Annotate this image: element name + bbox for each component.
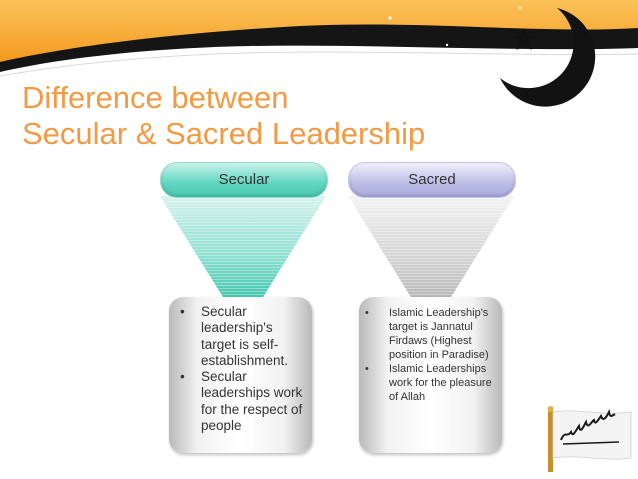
flag-icon	[547, 406, 632, 472]
crescent-star-icon	[500, 8, 596, 107]
header-banner	[0, 0, 638, 107]
bullet-icon: •	[365, 307, 369, 319]
sacred-funnel	[348, 196, 514, 302]
list-item: • Islamic Leadership's target is Jannatul…	[365, 306, 499, 362]
secular-list: • Secular leadership's target is self-est…	[180, 304, 308, 434]
sacred-list: • Islamic Leadership's target is Jannatul…	[365, 306, 499, 404]
sacred-box: • Islamic Leadership's target is Jannatul…	[359, 297, 502, 453]
secular-header: Secular	[160, 162, 328, 198]
bullet-icon: •	[180, 304, 185, 319]
list-item: • Secular leaderships work for the respec…	[180, 369, 308, 434]
sacred-header: Sacred	[348, 162, 516, 198]
secular-bullet-1: Secular leadership's target is self-esta…	[201, 304, 289, 368]
secular-funnel	[160, 196, 326, 302]
list-item: • Secular leadership's target is self-est…	[180, 304, 308, 369]
bullet-icon: •	[180, 369, 185, 385]
secular-bullet-2: Secular leaderships work for the respect…	[201, 369, 303, 434]
secular-box: • Secular leadership's target is self-est…	[169, 297, 312, 453]
list-item: • Islamic Leaderships work for the pleasu…	[365, 362, 499, 404]
sacred-bullet-1: Islamic Leadership's target is Jannatul …	[389, 307, 489, 361]
title-line-1: Difference between	[22, 80, 289, 115]
sacred-bullet-2: Islamic Leaderships work for the pleasur…	[389, 363, 492, 403]
slide-title: Difference between Secular & Sacred Lead…	[22, 80, 425, 152]
bullet-icon: •	[365, 363, 369, 375]
title-line-2: Secular & Sacred Leadership	[22, 116, 426, 151]
sparkle-icon	[388, 6, 522, 47]
